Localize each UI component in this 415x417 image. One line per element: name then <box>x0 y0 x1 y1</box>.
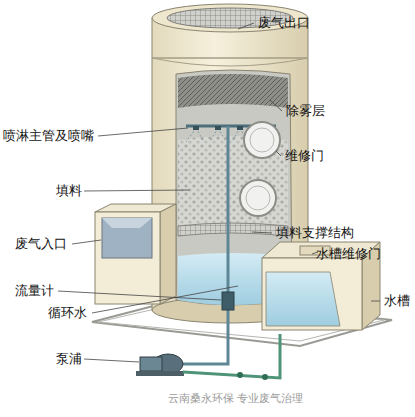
part-label: 泵浦 <box>56 351 82 366</box>
part-label: 除雾层 <box>286 103 325 118</box>
part-label: 废气入口 <box>15 236 67 251</box>
part-label: 喷淋主管及喷嘴 <box>3 128 94 143</box>
watermark: 云南桑永环保 专业废气治理 <box>168 392 303 405</box>
part-label: 维修门 <box>285 148 324 163</box>
part-label: 循环水 <box>48 305 87 320</box>
part-label: 废气出口 <box>258 15 310 30</box>
part-label: 水槽 <box>384 293 410 308</box>
part-label: 填料 <box>56 183 82 198</box>
part-label: 水槽维修门 <box>316 246 381 261</box>
part-label: 流量计 <box>15 283 54 298</box>
part-label: 填料支撑结构 <box>276 225 354 240</box>
